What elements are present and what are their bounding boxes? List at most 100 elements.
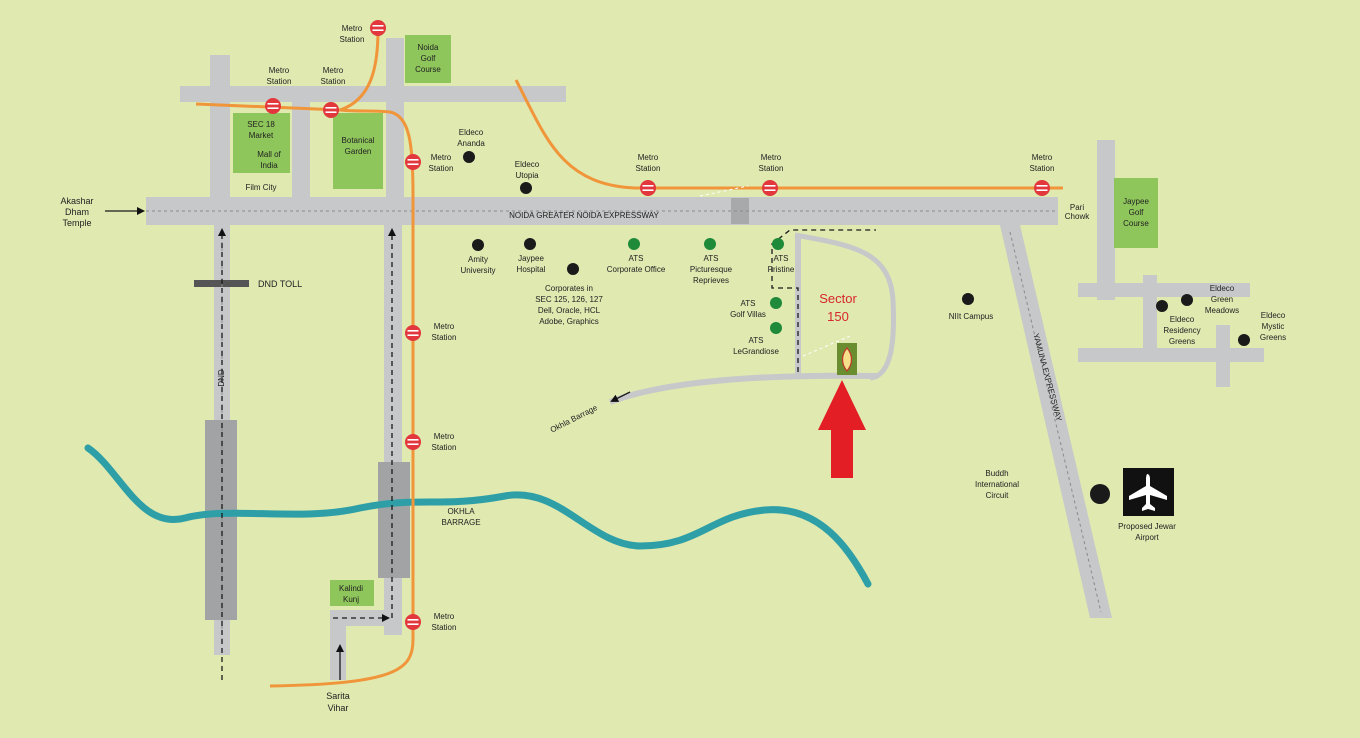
eldeco-road-v2 bbox=[1216, 325, 1230, 387]
okhla-barrage-road bbox=[608, 372, 879, 405]
eldeco-cross-road bbox=[1078, 283, 1250, 297]
yamuna-river bbox=[84, 444, 872, 588]
eldeco-residency-marker bbox=[1156, 300, 1168, 312]
eldeco-utopia-marker bbox=[520, 182, 532, 194]
airplane-icon bbox=[1123, 468, 1174, 516]
metro-station-icon bbox=[405, 434, 421, 450]
project-site-icon bbox=[837, 343, 857, 375]
metro-station-icon bbox=[370, 20, 386, 36]
highlight-arrow bbox=[818, 380, 866, 478]
expressway-label: NOIDA GREATER NOIDA EXPRESSWAY bbox=[509, 211, 659, 220]
eldeco-road-v1 bbox=[1143, 275, 1157, 355]
eldeco-mystic-marker bbox=[1238, 334, 1250, 346]
ats-corporate-marker bbox=[628, 238, 640, 250]
metro-lines bbox=[195, 29, 1063, 688]
metro-station-icon bbox=[1034, 180, 1050, 196]
golf-road bbox=[386, 38, 404, 200]
solid-arrows bbox=[105, 207, 631, 680]
corporates-marker bbox=[567, 263, 579, 275]
green-areas bbox=[233, 35, 1158, 606]
yamuna-expressway bbox=[1000, 225, 1112, 618]
sarita-road bbox=[330, 610, 402, 680]
ats-legrandiose-marker bbox=[770, 322, 782, 334]
metro-station-icon bbox=[405, 614, 421, 630]
botanical-road bbox=[292, 100, 310, 200]
jaypee-golf-area bbox=[1114, 178, 1158, 248]
upper-road bbox=[180, 86, 566, 102]
ats-golf-villas-marker bbox=[770, 297, 782, 309]
kalindi-kunj-area bbox=[330, 580, 374, 606]
dnd-bridge bbox=[205, 420, 237, 620]
ats-pristine-marker bbox=[772, 238, 784, 250]
jaypee-hospital-marker bbox=[524, 238, 536, 250]
metro-station-icon bbox=[265, 98, 281, 114]
metro-station-icon bbox=[405, 154, 421, 170]
amity-marker bbox=[472, 239, 484, 251]
film-city-label: Film City bbox=[245, 183, 276, 192]
ats-markers bbox=[628, 238, 784, 334]
jewar-airport-marker bbox=[1090, 484, 1110, 504]
dashed-routes bbox=[218, 228, 876, 680]
niit-campus-label: NIIt Campus bbox=[949, 312, 993, 321]
metro-station-icon bbox=[640, 180, 656, 196]
eldeco-lower-road bbox=[1078, 348, 1264, 362]
metro-station-icon bbox=[762, 180, 778, 196]
sec18-road bbox=[210, 55, 230, 200]
niit-marker bbox=[962, 293, 974, 305]
road-network bbox=[146, 38, 1264, 680]
sec18-area bbox=[233, 113, 290, 173]
metro-station-icon bbox=[405, 325, 421, 341]
noida-golf-course-area bbox=[405, 35, 451, 83]
botanical-garden-area bbox=[333, 113, 383, 189]
kalindi-bridge bbox=[378, 462, 410, 578]
sector-150-loop-road bbox=[794, 232, 896, 381]
jaypee-golf-road bbox=[1097, 140, 1115, 300]
eldeco-green-marker bbox=[1181, 294, 1193, 306]
eldeco-ananda-marker bbox=[463, 151, 475, 163]
landmark-markers bbox=[463, 151, 1250, 504]
dashed-routes-white bbox=[699, 185, 851, 357]
metro-station-icon bbox=[323, 102, 339, 118]
ats-picturesque-marker bbox=[704, 238, 716, 250]
dnd-label: DND bbox=[217, 369, 226, 387]
